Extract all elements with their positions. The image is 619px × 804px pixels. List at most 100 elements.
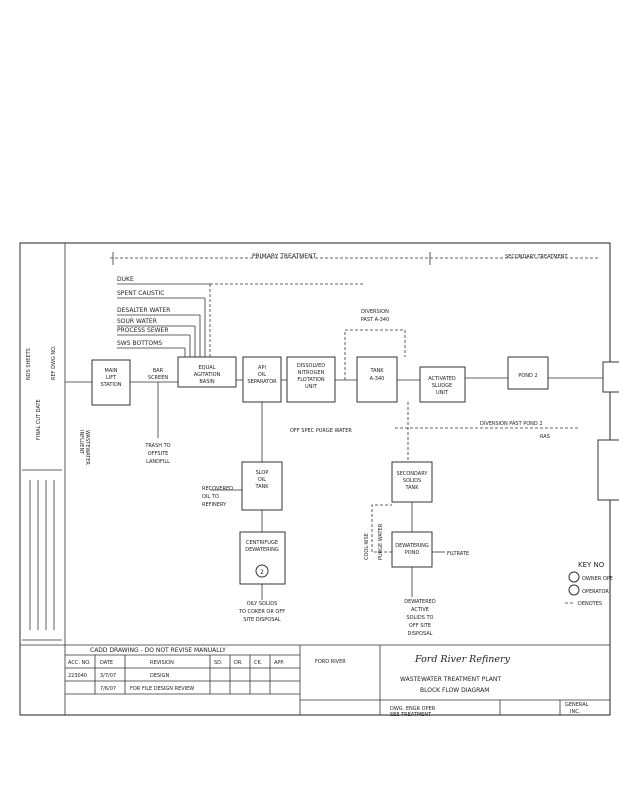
side-label: FINAL CUT DATE	[36, 399, 42, 440]
company-name: Ford River Refinery	[414, 654, 511, 665]
left-strip-hatch	[22, 469, 62, 641]
recycle-path	[371, 504, 392, 553]
equalization-label: AGITATION	[194, 372, 221, 378]
dewatered-label: OFF SITE	[409, 623, 431, 629]
lift-station-label: STATION	[100, 382, 121, 388]
dewatered-label: SOLIDS TO	[407, 615, 434, 621]
dewatered-label: ACTIVE	[411, 607, 429, 613]
offpage-box	[602, 361, 619, 393]
key-item: OPERATOR	[582, 589, 609, 595]
rev-cell: FOR FILE DESIGN REVIEW	[130, 686, 194, 692]
oily-solids-label: SITE DISPOSAL	[243, 617, 281, 623]
main-flow-lines	[65, 377, 603, 429]
side-label: REF DWG NO.	[51, 345, 57, 380]
rev-cell: 3/7/07	[100, 673, 116, 679]
daf-label: UNIT	[305, 384, 318, 390]
bar-screen-label: BAR	[153, 368, 164, 374]
secondary-solids-label: TANK	[404, 485, 419, 491]
diversion-label: PAST A-340	[361, 317, 390, 323]
off-spec-label: OFF SPEC PURGE WATER	[290, 428, 352, 434]
api-separator-label: SEPARATOR	[247, 379, 277, 385]
title-block: CADD DRAWING - DO NOT REVISE MANUALLY FO…	[20, 644, 610, 718]
oily-solids-label: TO COKER OR OFF	[238, 609, 285, 615]
note-circle-number: 2	[260, 569, 264, 576]
equalization-label: EQUAL	[199, 365, 216, 371]
input-stream-label: SOUR WATER	[117, 318, 157, 325]
offpage-box	[597, 439, 619, 501]
centrifuge-label: CENTRIFUGE	[246, 540, 278, 546]
daf-label: DISSOLVED	[297, 363, 325, 369]
daf-label: NITROGEN	[298, 370, 325, 376]
rev-cell: 7/6/07	[100, 686, 116, 692]
rev-header: CK.	[254, 660, 263, 666]
recovered-oil-label: REFINERY	[202, 502, 227, 508]
drawing-title-1: WASTEWATER TREATMENT PLANT	[400, 676, 501, 683]
dewatering-pond-label: POND	[405, 550, 420, 556]
activated-sludge-label: ACTIVATED	[428, 376, 456, 382]
filtrate-label: FILTRATE	[447, 551, 469, 557]
api-separator-label: OIL	[258, 372, 266, 378]
secondary-solids-box	[391, 461, 433, 503]
oily-solids-label: OILY SOLIDS	[247, 601, 278, 607]
trash-label: TRASH TO	[144, 443, 170, 449]
input-stream-label: SWS BOTTOMS	[117, 340, 162, 347]
cadd-warning: CADD DRAWING - DO NOT REVISE MANUALLY	[90, 647, 226, 654]
activated-sludge-box	[419, 366, 466, 403]
key-item: OWNER OPE	[582, 576, 613, 582]
rev-header: DATE	[100, 660, 113, 666]
dewatering-pond-label: DEWATERING	[395, 543, 429, 549]
diversion-label: DIVERSION	[361, 309, 389, 315]
dewatered-label: DEWATERED	[404, 599, 436, 605]
input-stream-label: SPENT CAUSTIC	[117, 290, 164, 297]
dewatered-label: DISPOSAL	[408, 631, 433, 637]
input-stream-label: DUKE	[117, 276, 134, 283]
input-stream-label: PROCESS SEWER	[117, 327, 169, 334]
slop-oil-label: SLOP	[256, 470, 269, 476]
bottom-label: DWG. ENGR OPER	[390, 706, 436, 712]
ras-label: RAS	[540, 434, 550, 440]
activated-sludge-label: SLUDGE	[432, 383, 452, 389]
diversion-pond-label: DIVERSION PAST POND 2	[480, 421, 543, 427]
slop-oil-tank-box	[241, 461, 283, 511]
key-denotes: DENOTES	[578, 601, 602, 607]
key-legend: KEY NO OWNER OPE OPERATOR DENOTES	[565, 561, 613, 607]
lift-station-label: MAIN	[105, 368, 118, 374]
rev-header: SD.	[214, 660, 223, 666]
equalization-label: BASIN	[199, 379, 214, 385]
recovered-oil-label: OIL TO	[202, 494, 219, 500]
api-separator-label: API	[258, 365, 266, 371]
recycle-label: COOL-WSE	[364, 533, 370, 560]
slop-oil-label: OIL	[258, 477, 266, 483]
drawing-title-2: BLOCK FLOW DIAGRAM	[420, 687, 489, 694]
trash-label: LANDFILL	[146, 459, 170, 465]
tank-a340-box	[356, 356, 398, 403]
key-title: KEY NO	[578, 561, 605, 569]
location-label: FORD RIVER	[315, 659, 346, 665]
note-circle-icon	[255, 564, 269, 578]
recycle-label: PURGE WATER	[378, 523, 384, 560]
equalization-basin-box	[177, 356, 237, 388]
pond-label: POND 2	[518, 373, 537, 379]
side-label: NDS SHEETS	[26, 348, 32, 380]
rev-cell: 223040	[68, 673, 87, 679]
rev-header: REVISION	[150, 660, 174, 666]
lift-station-label: LIFT	[106, 375, 117, 381]
tank-label: TANK	[369, 368, 384, 374]
input-streams: DUKE SPENT CAUSTIC DESALTER WATER SOUR W…	[117, 276, 365, 357]
trash-label: OFFSITE	[148, 451, 168, 457]
daf-label: FLOTATION	[297, 377, 325, 383]
influent-label: WASTEWATER	[84, 430, 90, 465]
rev-header: APP.	[274, 660, 285, 666]
secondary-solids-label: SECONDARY	[397, 471, 429, 477]
pond-2-box	[507, 356, 549, 390]
main-lift-station-box	[91, 359, 131, 406]
rev-header: ACC. NO.	[68, 660, 91, 666]
bottom-label: SEE TREATMENT	[390, 712, 432, 718]
bottom-label: GENERAL	[565, 702, 589, 708]
primary-treatment-label: PRIMARY TREATMENT	[252, 253, 317, 260]
secondary-solids-label: SOLIDS	[403, 478, 421, 484]
slop-oil-label: TANK	[254, 484, 269, 490]
rev-header: DR.	[234, 660, 243, 666]
